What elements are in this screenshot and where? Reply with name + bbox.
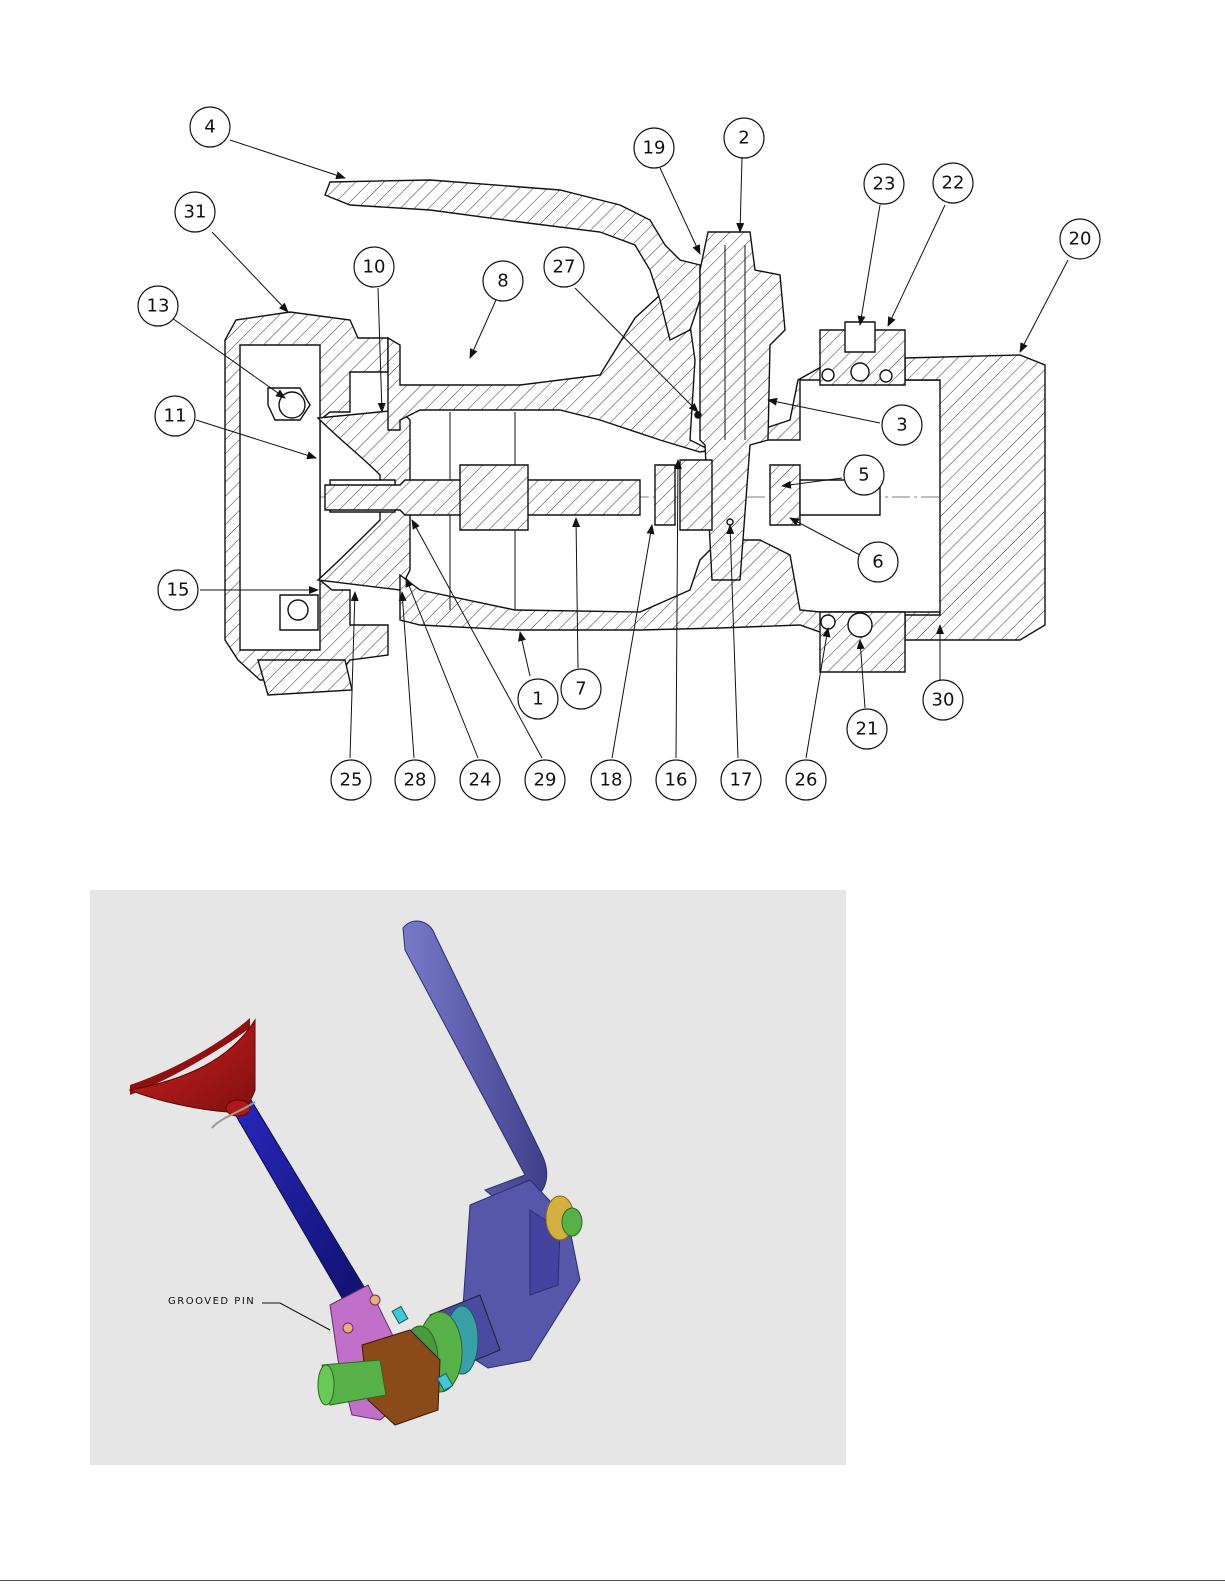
isometric-render	[90, 890, 846, 1465]
svg-text:31: 31	[184, 202, 207, 223]
svg-text:29: 29	[534, 770, 557, 791]
svg-text:4: 4	[204, 117, 215, 138]
balloon-31: 31	[175, 192, 215, 232]
balloon-26: 26	[786, 760, 826, 800]
svg-text:20: 20	[1069, 229, 1092, 250]
svg-text:15: 15	[167, 580, 190, 601]
svg-text:17: 17	[730, 770, 753, 791]
balloon-24: 24	[460, 760, 500, 800]
handle-shape	[403, 921, 547, 1210]
grooved-pin-callout: GROOVED PIN	[168, 1296, 255, 1307]
svg-text:30: 30	[932, 690, 955, 711]
svg-text:3: 3	[896, 415, 907, 436]
balloon-4: 4	[190, 107, 230, 147]
svg-text:7: 7	[575, 679, 586, 700]
balloon-3: 3	[882, 405, 922, 445]
balloon-19: 19	[634, 128, 674, 168]
balloon-20: 20	[1060, 219, 1100, 259]
svg-text:8: 8	[497, 271, 508, 292]
svg-text:1: 1	[532, 689, 543, 710]
balloon-17: 17	[721, 760, 761, 800]
svg-text:27: 27	[553, 257, 576, 278]
svg-text:16: 16	[665, 770, 688, 791]
svg-text:28: 28	[404, 770, 427, 791]
balloon-2: 2	[724, 118, 764, 158]
balloon-25: 25	[331, 760, 371, 800]
svg-text:21: 21	[856, 719, 879, 740]
svg-text:13: 13	[147, 296, 170, 317]
balloon-21: 21	[847, 709, 887, 749]
balloon-7: 7	[561, 669, 601, 709]
balloon-29: 29	[525, 760, 565, 800]
balloon-6: 6	[858, 542, 898, 582]
balloon-22: 22	[933, 163, 973, 203]
svg-text:22: 22	[942, 173, 965, 194]
balloon-13: 13	[138, 286, 178, 326]
balloon-11: 11	[155, 396, 195, 436]
svg-text:11: 11	[164, 406, 187, 427]
balloon-30: 30	[923, 680, 963, 720]
isometric-render-panel: GROOVED PIN	[90, 890, 846, 1465]
balloon-23: 23	[864, 164, 904, 204]
svg-text:24: 24	[469, 770, 492, 791]
svg-text:10: 10	[363, 257, 386, 278]
svg-text:2: 2	[738, 128, 749, 149]
section-view-drawing: 4 31 13 11 15 10 8 27 19 2 23 22 20 3 5 …	[0, 0, 1225, 860]
svg-text:6: 6	[872, 552, 883, 573]
balloon-1: 1	[518, 679, 558, 719]
svg-text:5: 5	[858, 465, 869, 486]
bottom-rule	[0, 1580, 1225, 1581]
balloon-16: 16	[656, 760, 696, 800]
svg-text:18: 18	[600, 770, 623, 791]
svg-text:23: 23	[873, 174, 896, 195]
balloon-18: 18	[591, 760, 631, 800]
stem-tube	[228, 1090, 372, 1315]
balloon-15: 15	[158, 570, 198, 610]
balloon-27: 27	[544, 247, 584, 287]
balloon-8: 8	[483, 261, 523, 301]
outlet-coupling	[905, 355, 1045, 640]
svg-text:19: 19	[643, 138, 666, 159]
svg-text:25: 25	[340, 770, 363, 791]
balloon-5: 5	[844, 455, 884, 495]
balloon-28: 28	[395, 760, 435, 800]
balloon-10: 10	[354, 247, 394, 287]
svg-text:26: 26	[795, 770, 818, 791]
